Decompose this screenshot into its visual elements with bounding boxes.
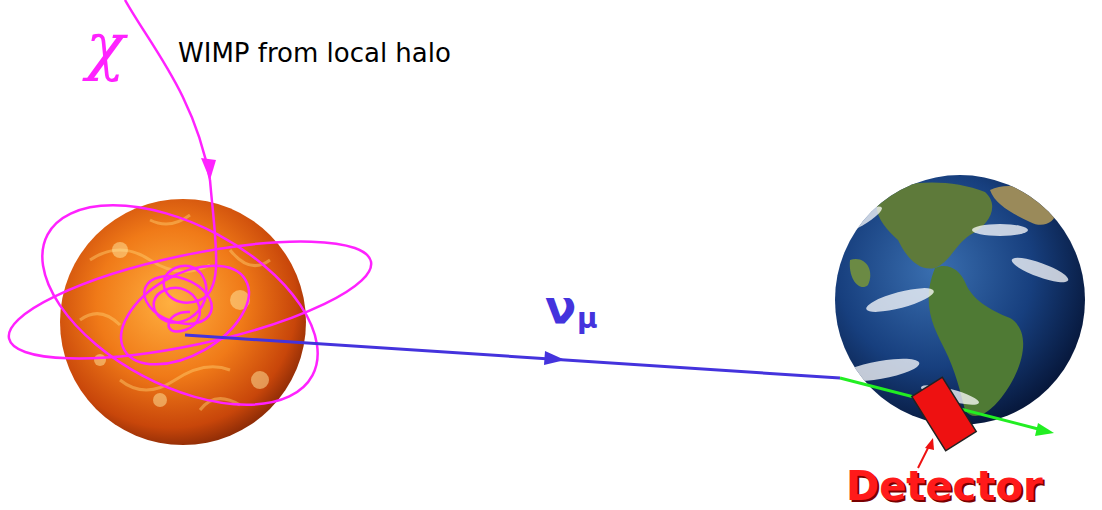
- detector-box: [912, 377, 976, 450]
- arrowhead: [544, 351, 565, 365]
- arrowhead: [201, 158, 216, 180]
- particle-symbol: ν: [545, 284, 576, 330]
- wimp-trajectory: [0, 0, 380, 446]
- arrowhead: [925, 438, 934, 450]
- particle-symbol: χ: [86, 14, 125, 78]
- annotation: WIMP from local halo: [178, 40, 451, 66]
- arrowhead: [1035, 423, 1054, 436]
- subscript: μ: [577, 305, 598, 333]
- neutrino-path: [185, 335, 840, 378]
- detector-label: Detector: [846, 466, 1043, 506]
